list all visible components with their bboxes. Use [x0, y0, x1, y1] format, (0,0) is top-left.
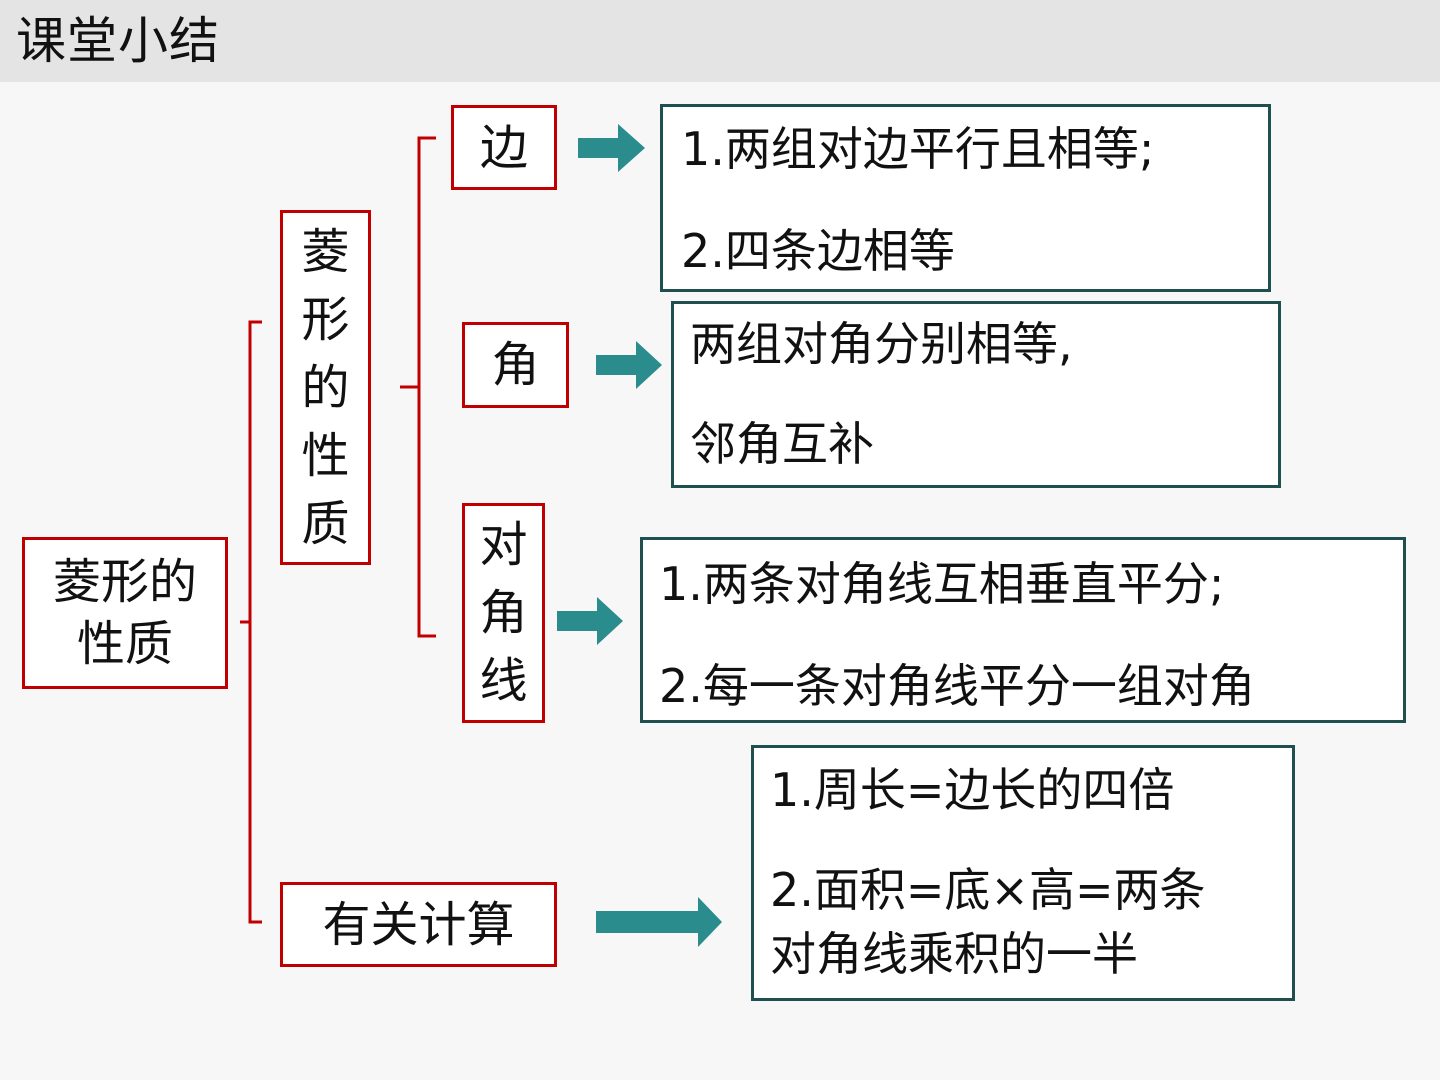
properties-char: 质 — [301, 495, 350, 552]
angles-arrow — [596, 341, 662, 389]
calculation-content-box: 1.周长=边长的四倍 2.面积=底×高=两条 对角线乘积的一半 — [751, 745, 1295, 1001]
calculation-node: 有关计算 — [280, 882, 557, 967]
edges-node: 边 — [451, 105, 557, 190]
angles-content-box: 两组对角分别相等, 邻角互补 — [671, 301, 1281, 488]
calculation-label: 有关计算 — [322, 896, 515, 953]
edges-content-line: 2.四条边相等 — [681, 224, 955, 278]
properties-char: 菱 — [301, 223, 350, 280]
root-bracket — [248, 320, 262, 924]
root-label-line2: 性质 — [76, 616, 173, 672]
properties-char: 性 — [301, 427, 350, 484]
diagonals-char: 线 — [479, 653, 528, 709]
edges-label: 边 — [479, 119, 528, 176]
page-title: 课堂小结 — [16, 12, 220, 70]
properties-bracket — [417, 136, 436, 638]
properties-node: 菱 形 的 性 质 — [280, 210, 371, 565]
diagonals-arrow — [557, 597, 623, 645]
angles-label: 角 — [491, 337, 540, 393]
diagonals-char: 角 — [479, 585, 528, 641]
header-bar: 课堂小结 — [0, 0, 1440, 82]
calculation-content-line: 对角线乘积的一半 — [770, 927, 1138, 981]
edges-content-line: 1.两组对边平行且相等; — [681, 122, 1155, 176]
edges-arrow — [578, 124, 645, 172]
angles-content-line: 邻角互补 — [690, 417, 874, 471]
diagonals-content-line: 1.两条对角线互相垂直平分; — [659, 557, 1225, 611]
properties-char: 的 — [301, 359, 350, 416]
diagonals-char: 对 — [479, 517, 528, 573]
diagonals-node: 对 角 线 — [462, 503, 545, 723]
calculation-content-line: 2.面积=底×高=两条 — [770, 863, 1206, 917]
root-node: 菱形的 性质 — [22, 537, 228, 689]
angles-content-line: 两组对角分别相等, — [690, 317, 1073, 371]
calculation-arrow — [596, 897, 722, 947]
calculation-content-line: 1.周长=边长的四倍 — [770, 763, 1175, 817]
diagonals-content-line: 2.每一条对角线平分一组对角 — [659, 659, 1255, 713]
edges-content-box: 1.两组对边平行且相等; 2.四条边相等 — [660, 104, 1271, 292]
angles-node: 角 — [462, 322, 569, 408]
root-label-line1: 菱形的 — [52, 554, 197, 610]
properties-char: 形 — [301, 291, 350, 348]
diagonals-content-box: 1.两条对角线互相垂直平分; 2.每一条对角线平分一组对角 — [640, 537, 1406, 723]
